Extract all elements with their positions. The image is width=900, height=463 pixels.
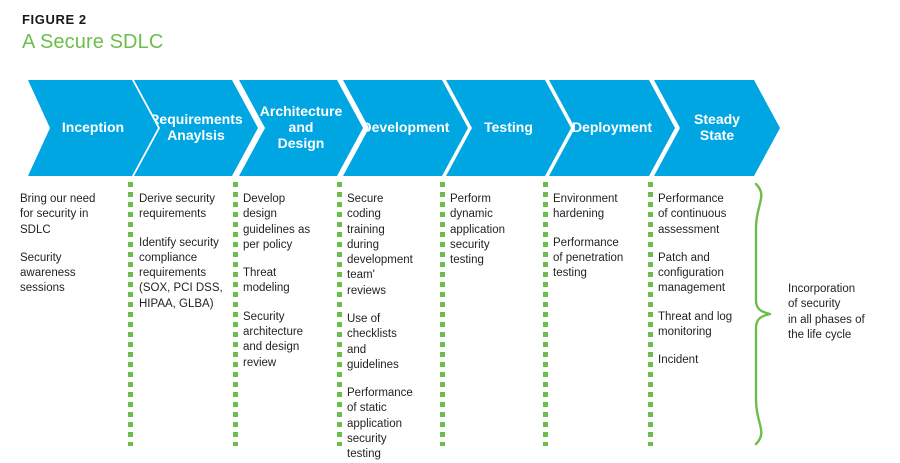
detail-item: Performance of static application securi…: [347, 387, 413, 461]
detail-item: Threat and log monitoring: [658, 310, 733, 338]
phase-label-steady-state: Steady State: [694, 111, 740, 143]
phase-label-requirements-analysis: Requirements Anaylsis: [149, 111, 243, 143]
phase-details-deployment: Environment hardening Performance of pen…: [553, 192, 649, 281]
phase-chevron-inception[interactable]: Inception: [28, 80, 158, 176]
phase-details-inception: Bring our need for security in SDLC Secu…: [20, 192, 120, 297]
phase-chevron-architecture-and-design[interactable]: Architecture and Design: [239, 80, 363, 176]
phase-label-inception: Inception: [61, 119, 125, 136]
figure-label: FIGURE 2: [22, 12, 87, 27]
detail-item: Patch and configuration management: [658, 251, 726, 295]
detail-item: Perform dynamic application security tes…: [450, 193, 505, 267]
phase-details-development: Secure coding training during developmen…: [347, 192, 439, 463]
phase-chevron-band: Inception Requirements Anaylsis Architec…: [0, 80, 900, 176]
phase-label-development: Development: [361, 119, 450, 136]
figure-title: A Secure SDLC: [22, 31, 164, 53]
detail-item: Threat modeling: [243, 267, 290, 295]
detail-item: Develop design guidelines as per policy: [243, 193, 311, 251]
phase-details-requirements-analysis: Derive security requirements Identify se…: [139, 192, 234, 312]
figure-container: FIGURE 2 A Secure SDLC Inception Require…: [0, 12, 900, 460]
detail-item: Security architecture and design review: [243, 310, 304, 369]
column-divider-1: [128, 182, 133, 446]
detail-item: Derive security requirements: [139, 193, 216, 221]
detail-item: Environment hardening: [553, 193, 618, 221]
summary-brace-icon: [752, 182, 778, 446]
detail-item: Performance of continuous assessment: [658, 193, 727, 236]
detail-item: Use of checklists and guidelines: [347, 312, 399, 371]
phase-details-testing: Perform dynamic application security tes…: [450, 192, 542, 268]
phase-details-architecture-and-design: Develop design guidelines as per policy …: [243, 192, 335, 371]
detail-item: Identify security compliance requirement…: [139, 236, 223, 310]
detail-item: Incident: [658, 354, 699, 367]
column-divider-6: [648, 182, 653, 446]
column-divider-4: [440, 182, 445, 446]
phase-label-testing: Testing: [484, 119, 533, 136]
column-divider-2: [233, 182, 238, 446]
column-divider-3: [337, 182, 342, 446]
detail-item: Secure coding training during developmen…: [347, 193, 413, 297]
phase-details-steady-state: Performance of continuous assessment Pat…: [658, 192, 754, 369]
column-divider-5: [543, 182, 548, 446]
detail-item: Performance of penetration testing: [553, 236, 624, 280]
detail-item: Security awareness sessions: [20, 251, 76, 295]
summary-annotation: Incorporation of security in all phases …: [788, 283, 865, 341]
phase-label-deployment: Deployment: [571, 119, 653, 136]
phase-label-architecture-and-design: Architecture and Design: [259, 103, 343, 151]
detail-item: Bring our need for security in SDLC: [20, 193, 96, 236]
